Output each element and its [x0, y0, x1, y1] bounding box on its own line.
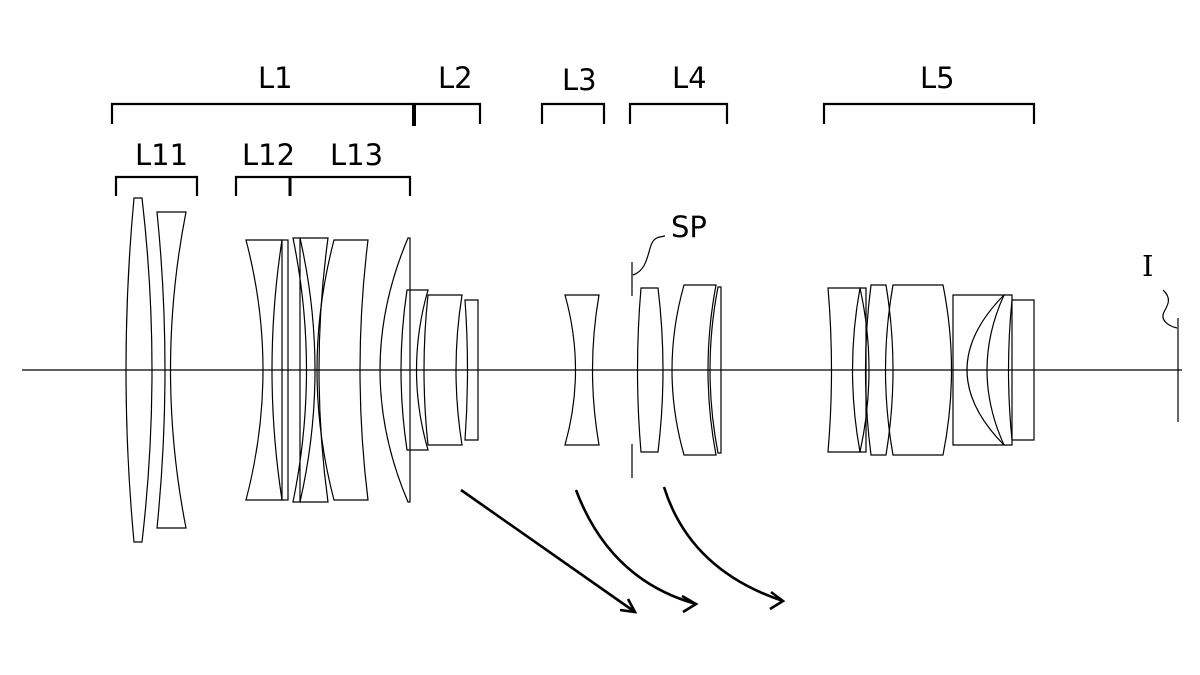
- bracket-L13: [290, 175, 412, 196]
- movement-arrow-L3-head: [681, 594, 699, 614]
- lens-element: [281, 239, 289, 501]
- label-L5: L5: [920, 61, 955, 95]
- movement-arrow-L2-head: [619, 598, 638, 614]
- bracket-L2: [414, 102, 482, 124]
- lens-element: [884, 284, 953, 456]
- movement-arrow-L3: [574, 489, 697, 606]
- label-L11: L11: [135, 138, 189, 172]
- lens-element: [709, 286, 722, 454]
- image-leader-line: [1162, 289, 1178, 329]
- bracket-L1: [110, 102, 416, 124]
- lens-element: [379, 237, 411, 503]
- lens-element: [671, 284, 717, 456]
- label-SP: SP: [671, 210, 707, 244]
- lens-element: [423, 294, 463, 446]
- lens-element: [316, 239, 369, 501]
- lens-element: [400, 289, 429, 451]
- bracket-L11: [114, 175, 199, 196]
- label-L2: L2: [438, 61, 473, 95]
- movement-arrow-L2: [460, 488, 636, 614]
- bracket-L4: [628, 102, 729, 124]
- bracket-L12: [234, 175, 290, 196]
- lens-element: [864, 284, 894, 456]
- movement-arrow-L4-head: [769, 590, 786, 611]
- lens-element: [464, 299, 479, 441]
- lens-element: [156, 211, 187, 529]
- movement-arrow-L4: [662, 486, 784, 603]
- lens-element: [1007, 299, 1035, 441]
- bracket-L3: [540, 102, 606, 124]
- stop-leader-line: [632, 235, 666, 276]
- label-L3: L3: [562, 63, 597, 97]
- lens-element: [986, 294, 1013, 446]
- lens-element: [859, 287, 870, 453]
- label-L4: L4: [672, 61, 707, 95]
- lens-element: [125, 197, 153, 543]
- lens-element: [564, 294, 600, 446]
- bracket-L5: [822, 102, 1036, 124]
- label-L13: L13: [330, 138, 384, 172]
- label-image-plane: I: [1142, 249, 1154, 283]
- label-L12: L12: [242, 138, 296, 172]
- lens-element: [952, 294, 1006, 446]
- label-L1: L1: [258, 61, 293, 95]
- lens-element: [636, 287, 664, 453]
